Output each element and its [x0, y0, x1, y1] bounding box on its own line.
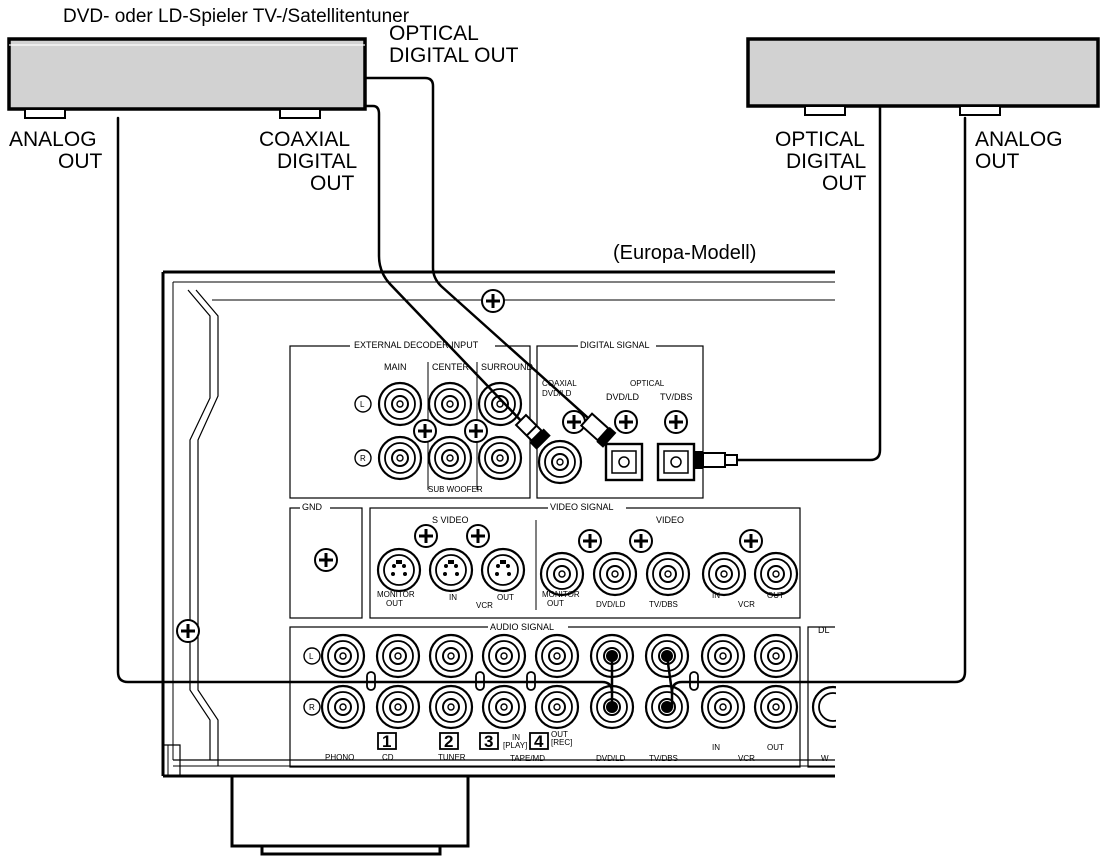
svg-text:TV/DBS: TV/DBS [649, 754, 678, 763]
svg-text:VIDEO SIGNAL: VIDEO SIGNAL [550, 502, 614, 512]
svg-text:OUT[REC]: OUT[REC] [551, 730, 572, 747]
svg-text:SUB WOOFER: SUB WOOFER [428, 485, 483, 494]
svg-text:CD: CD [382, 753, 394, 762]
svg-text:1: 1 [382, 732, 391, 751]
cables [116, 76, 967, 709]
model-note: (Europa-Modell) [613, 242, 756, 264]
audio-signal-section: AUDIO SIGNAL L R PHONO 1 CD 2 TUNER 3 IN… [289, 619, 801, 768]
svg-text:2: 2 [444, 732, 453, 751]
svg-text:L: L [309, 652, 314, 661]
partial-right-section: DL W [807, 625, 856, 768]
svg-text:SURROUND: SURROUND [481, 362, 534, 372]
dvd-player-device [7, 37, 367, 119]
svg-text:EXTERNAL DECODER INPUT: EXTERNAL DECODER INPUT [354, 340, 479, 350]
svg-text:VCR: VCR [738, 600, 755, 609]
svg-text:DVD/LD: DVD/LD [596, 600, 626, 609]
svg-text:IN[PLAY]: IN[PLAY] [503, 733, 527, 750]
caption-top: DVD- oder LD-Spieler TV-/Satellitentuner [63, 6, 410, 27]
svg-text:OUT: OUT [767, 743, 784, 752]
svg-text:DL: DL [818, 625, 830, 635]
svg-text:AUDIO SIGNAL: AUDIO SIGNAL [490, 622, 554, 632]
gnd-section: GND [289, 500, 363, 619]
ext-decoder-section: EXTERNAL DECODER INPUT MAIN CENTER SURRO… [289, 338, 534, 499]
svg-text:TUNER: TUNER [438, 753, 466, 762]
svg-text:S VIDEO: S VIDEO [432, 515, 469, 525]
svg-text:VCR: VCR [476, 601, 493, 610]
svg-text:TAPE/MD: TAPE/MD [510, 754, 545, 763]
svg-text:L: L [360, 400, 365, 409]
svg-text:IN: IN [712, 591, 720, 600]
svg-text:CENTER: CENTER [432, 362, 470, 372]
svg-text:OPTICAL: OPTICAL [630, 379, 665, 388]
svg-text:R: R [360, 454, 366, 463]
svg-text:IN: IN [449, 593, 457, 602]
svg-text:VIDEO: VIDEO [656, 515, 684, 525]
svg-text:3: 3 [484, 732, 493, 751]
svg-text:TV/DBS: TV/DBS [649, 600, 678, 609]
svg-text:DVD/LD: DVD/LD [606, 392, 640, 402]
svg-text:PHONO: PHONO [325, 753, 354, 762]
svg-text:4: 4 [534, 732, 544, 751]
svg-text:IN: IN [712, 743, 720, 752]
satellite-tuner-device [746, 37, 1100, 116]
svg-text:W: W [821, 754, 829, 763]
svg-text:OUT: OUT [497, 593, 514, 602]
svg-text:VCR: VCR [738, 754, 755, 763]
svg-text:GND: GND [302, 502, 323, 512]
svg-text:R: R [309, 703, 315, 712]
svg-text:TV/DBS: TV/DBS [660, 392, 693, 402]
cable-plugs [514, 412, 738, 713]
svg-text:DVD/LD: DVD/LD [596, 754, 626, 763]
receiver-chassis [161, 270, 835, 856]
svg-text:DIGITAL SIGNAL: DIGITAL SIGNAL [580, 340, 650, 350]
svg-text:MAIN: MAIN [384, 362, 407, 372]
